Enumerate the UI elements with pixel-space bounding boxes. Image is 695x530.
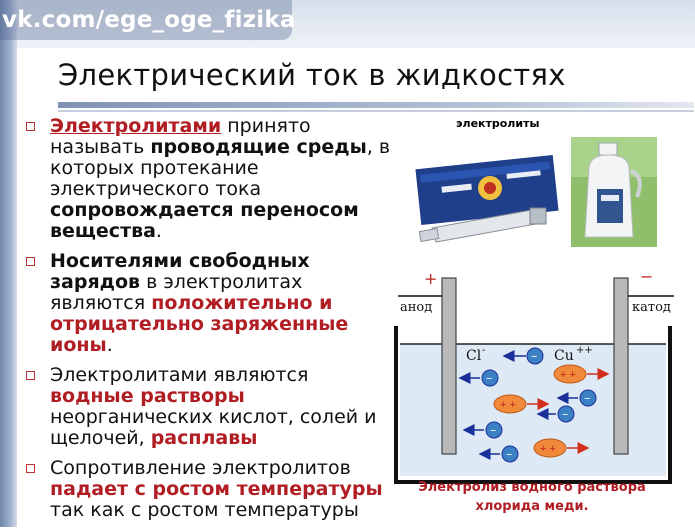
plus-terminal: +	[424, 269, 437, 288]
cathode-label: катод	[632, 300, 671, 315]
left-decor-bar	[0, 0, 17, 527]
bullet-text: Сопротивление электролитов	[50, 457, 351, 479]
watermark-name: ege_oge_fizika	[104, 7, 296, 33]
chloride-ion	[481, 369, 499, 387]
copper-ion	[493, 394, 527, 414]
bullet-marker-icon	[26, 122, 35, 131]
ion-charge: −	[486, 373, 492, 385]
bullet-text: положительно и отрицательно заряженные и…	[50, 292, 349, 356]
bullet-item: Электролитами являются водные растворы н…	[22, 365, 394, 449]
ion-charge: + +	[540, 443, 556, 455]
ion-charge: + +	[560, 369, 576, 381]
anion-label-sup: -	[482, 345, 485, 356]
bullet-item: Сопротивление электролитов падает с рост…	[22, 458, 394, 521]
bullet-text: падает с ростом температуры	[50, 478, 383, 500]
anode-electrode	[441, 277, 457, 455]
title-underline-thin	[58, 110, 694, 112]
bullet-text: сопровождается переносом вещества	[50, 199, 359, 242]
bullet-item: Электролитами принято называть проводящи…	[22, 116, 394, 242]
ions-group: − + + − − + + − −	[458, 347, 610, 463]
bullet-text: расплавы	[150, 427, 258, 449]
bullet-marker-icon	[26, 257, 35, 266]
chloride-ion	[579, 389, 597, 407]
ion-charge: −	[490, 425, 496, 437]
ion-charge: −	[562, 409, 568, 421]
diagram-caption-line2: хлорида меди.	[475, 499, 589, 514]
bullet-marker-icon	[26, 371, 35, 380]
electrolysis-diagram: + − анод катод Cl - Cu ++ − + +	[382, 264, 682, 527]
bullet-text: в электролитах являются	[50, 271, 303, 314]
bullet-text: .	[155, 220, 162, 242]
ion-charge: −	[506, 449, 512, 461]
ion-charge: −	[584, 393, 590, 405]
vessel	[394, 326, 672, 484]
watermark: vk.com/ege_oge_fizika	[0, 0, 296, 40]
bullet-list: Электролитами принято называть проводящи…	[22, 116, 394, 530]
chloride-ion	[501, 445, 519, 463]
ion-charge: + +	[500, 399, 516, 411]
bullet-text: неорганических кислот, солей и щелочей,	[50, 406, 377, 449]
bullet-text: принято называть	[50, 115, 311, 158]
bullet-item: Носителями свободных зарядов в электроли…	[22, 251, 394, 356]
watermark-prefix: vk.com/	[2, 7, 105, 33]
bullet-text: Электролитами являются	[50, 364, 309, 386]
bullet-text: проводящие среды	[150, 136, 367, 158]
cation-label-sup: ++	[576, 345, 593, 356]
cathode-electrode	[613, 277, 629, 455]
bullet-marker-icon	[26, 464, 35, 473]
bullet-text: Электролитами	[50, 115, 222, 137]
copper-ion	[553, 364, 587, 384]
top-decor-band	[17, 0, 695, 48]
electrolyte-tube-image	[412, 140, 560, 250]
chloride-ion	[485, 421, 503, 439]
diagram-caption-line1: Электролиз водного раствора	[418, 480, 646, 495]
images-label: электролиты	[456, 117, 540, 130]
title-underline	[58, 102, 694, 108]
slide-title: Электрический ток в жидкостях	[58, 58, 566, 92]
electrolyte-bottle-image	[571, 137, 657, 247]
bullet-text: .	[106, 334, 113, 356]
bullet-text: , в которых протекание электрического то…	[50, 136, 391, 200]
anion-label: Cl	[466, 348, 482, 364]
minus-terminal: −	[640, 267, 653, 286]
bullet-text: Носителями свободных зарядов	[50, 250, 310, 293]
cation-label: Cu	[554, 348, 574, 364]
bullet-text: водные растворы	[50, 385, 245, 407]
ion-charge: −	[531, 351, 537, 363]
anode-label: анод	[400, 300, 432, 315]
chloride-ion	[557, 405, 575, 423]
copper-ion	[533, 438, 567, 458]
chloride-ion	[526, 347, 544, 365]
